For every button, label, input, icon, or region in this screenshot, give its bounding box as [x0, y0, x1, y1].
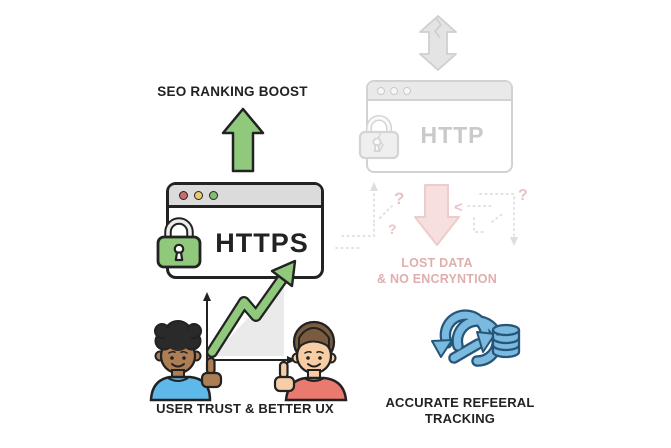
- lost-data-line1: LOST DATA: [401, 256, 473, 270]
- y-axis-arrow: [203, 292, 211, 301]
- thumbs-up-person-left: [149, 320, 223, 402]
- up-arrowhead: [370, 182, 378, 191]
- http-window-titlebar: [368, 82, 511, 101]
- crack: [433, 17, 443, 39]
- http-window-title: HTTP: [420, 121, 485, 148]
- question-mark: ?: [518, 187, 528, 204]
- referral-tracking-label: ACCURATE REFEERAL TRACKING: [385, 395, 535, 428]
- question-mark: ?: [394, 189, 404, 208]
- https-window-titlebar: [169, 185, 321, 208]
- traffic-light-icon: [377, 86, 385, 95]
- x-axis-arrow: [287, 356, 296, 364]
- afro-hair: [154, 320, 202, 351]
- sync-arrows: [431, 309, 504, 367]
- growth-zigzag-arrow-icon: [206, 259, 297, 358]
- seo-ranking-boost-label: SEO RANKING BOOST: [157, 84, 308, 99]
- seo-boost-up-arrow-icon: [221, 107, 265, 173]
- thumbs-up-person-right: [273, 320, 348, 402]
- lost-data-line2: & NO ENCRYNTION: [377, 271, 497, 286]
- traffic-light-green-icon: [209, 190, 218, 200]
- user-trust-label: USER TRUST & BETTER UX: [156, 401, 334, 416]
- thumbs-up-hand: [273, 360, 296, 393]
- question-mark: ?: [388, 221, 397, 237]
- lost-data-label: LOST DATA & NO ENCRYNTION: [362, 256, 512, 287]
- dotted-question-path-left-icon: ? ?: [335, 182, 404, 249]
- traffic-light-yellow-icon: [194, 190, 203, 200]
- traffic-light-icon: [390, 86, 398, 95]
- database-icon: [491, 323, 521, 359]
- traffic-light-icon: [403, 86, 411, 95]
- thumbs-up-hand: [200, 356, 223, 389]
- lost-data-down-arrow-icon: [414, 184, 460, 246]
- tracking-line1: ACCURATE REFEERAL: [385, 395, 535, 410]
- down-arrowhead: [510, 237, 518, 246]
- referral-sync-database-icon: [431, 309, 521, 367]
- secure-padlock-icon: [156, 217, 202, 269]
- dotted-question-path-right-icon: ? <: [454, 187, 528, 246]
- traffic-light-red-icon: [179, 190, 188, 200]
- http-browser-window: HTTP: [366, 80, 513, 173]
- left-chevron: <: [454, 199, 463, 216]
- broken-padlock-icon: [358, 115, 400, 160]
- https-window-title: HTTPS: [215, 228, 309, 258]
- broken-connection-arrow-icon: [419, 15, 457, 71]
- tracking-line2: TRACKING: [424, 411, 496, 427]
